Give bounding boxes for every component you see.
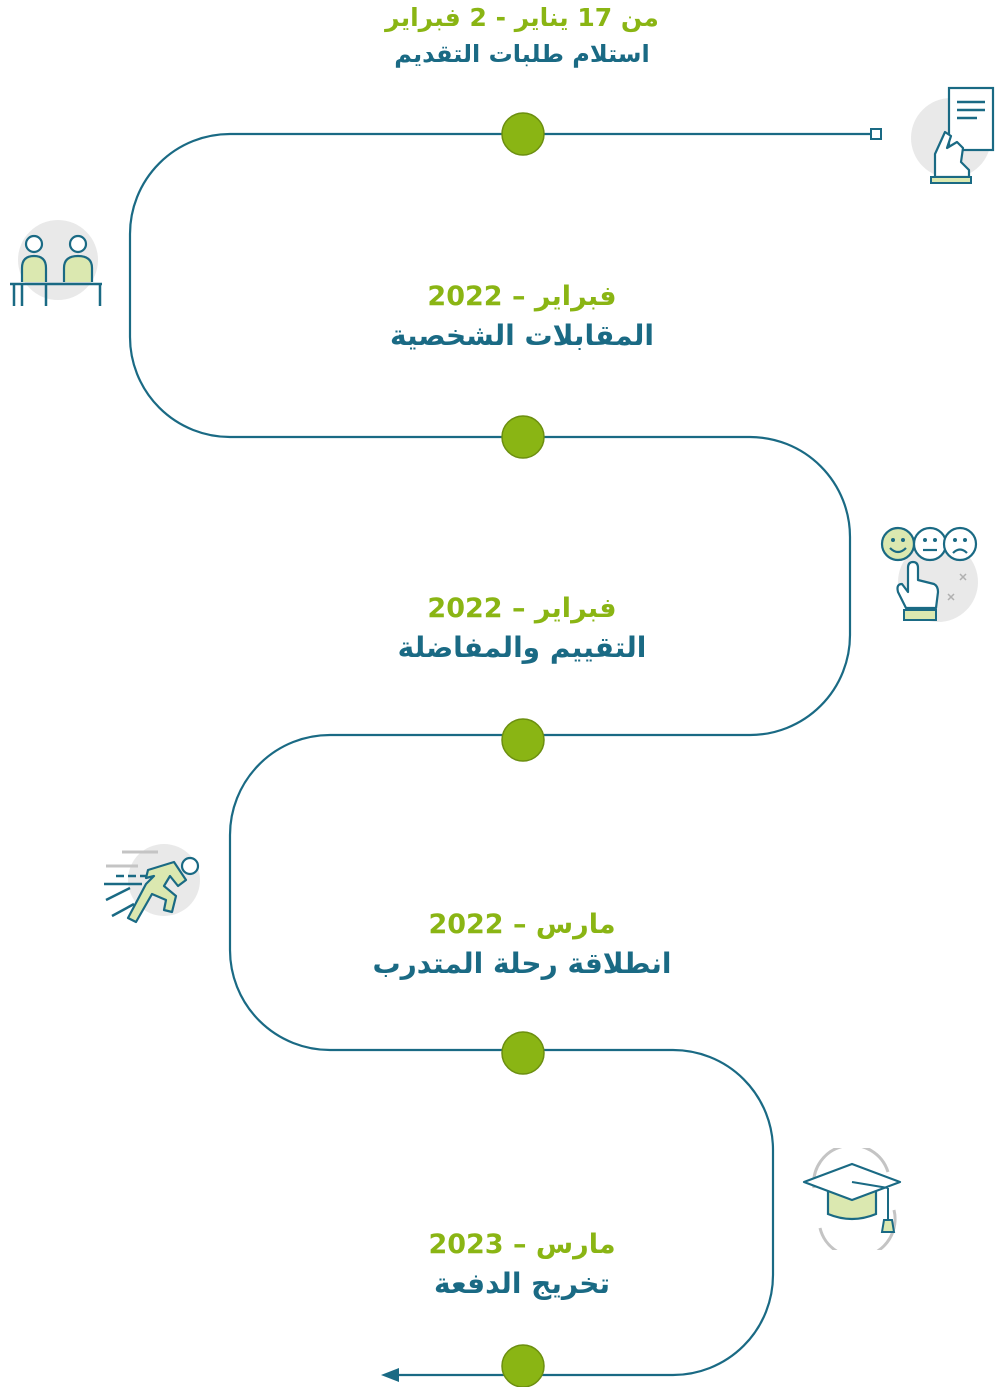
timeline-node	[501, 1344, 545, 1387]
timeline-start-marker	[870, 128, 882, 140]
step-date: من 17 يناير - 2 فبراير	[385, 3, 659, 32]
step-date: مارس – 2023	[428, 1229, 616, 1260]
step-title: تخريج الدفعة	[434, 1267, 610, 1300]
timeline-node	[501, 718, 545, 762]
timeline-node	[501, 112, 545, 156]
timeline-end-arrow	[381, 1368, 399, 1382]
step-title: التقييم والمفاضلة	[397, 631, 647, 664]
timeline-node	[501, 415, 545, 459]
timeline-step: مارس – 2022 انطلاقة رحلة المتدرب	[272, 906, 772, 984]
timeline-step: من 17 يناير - 2 فبراير استلام طلبات التق…	[272, 0, 772, 72]
step-title: انطلاقة رحلة المتدرب	[372, 947, 672, 980]
timeline-node	[501, 1031, 545, 1075]
step-title: المقابلات الشخصية	[390, 319, 654, 352]
timeline-step: فبراير – 2022 التقييم والمفاضلة	[272, 590, 772, 668]
step-date: فبراير – 2022	[427, 593, 617, 624]
graduation-cap-icon	[802, 1148, 902, 1250]
step-date: فبراير – 2022	[427, 281, 617, 312]
hand-document-icon	[911, 86, 995, 184]
runner-icon	[104, 844, 200, 924]
step-date: مارس – 2022	[428, 909, 616, 940]
interview-icon	[10, 220, 102, 306]
timeline-step: فبراير – 2022 المقابلات الشخصية	[272, 278, 772, 356]
step-title: استلام طلبات التقديم	[394, 40, 650, 68]
timeline-step: مارس – 2023 تخريج الدفعة	[272, 1226, 772, 1304]
rating-faces-icon	[880, 526, 978, 622]
